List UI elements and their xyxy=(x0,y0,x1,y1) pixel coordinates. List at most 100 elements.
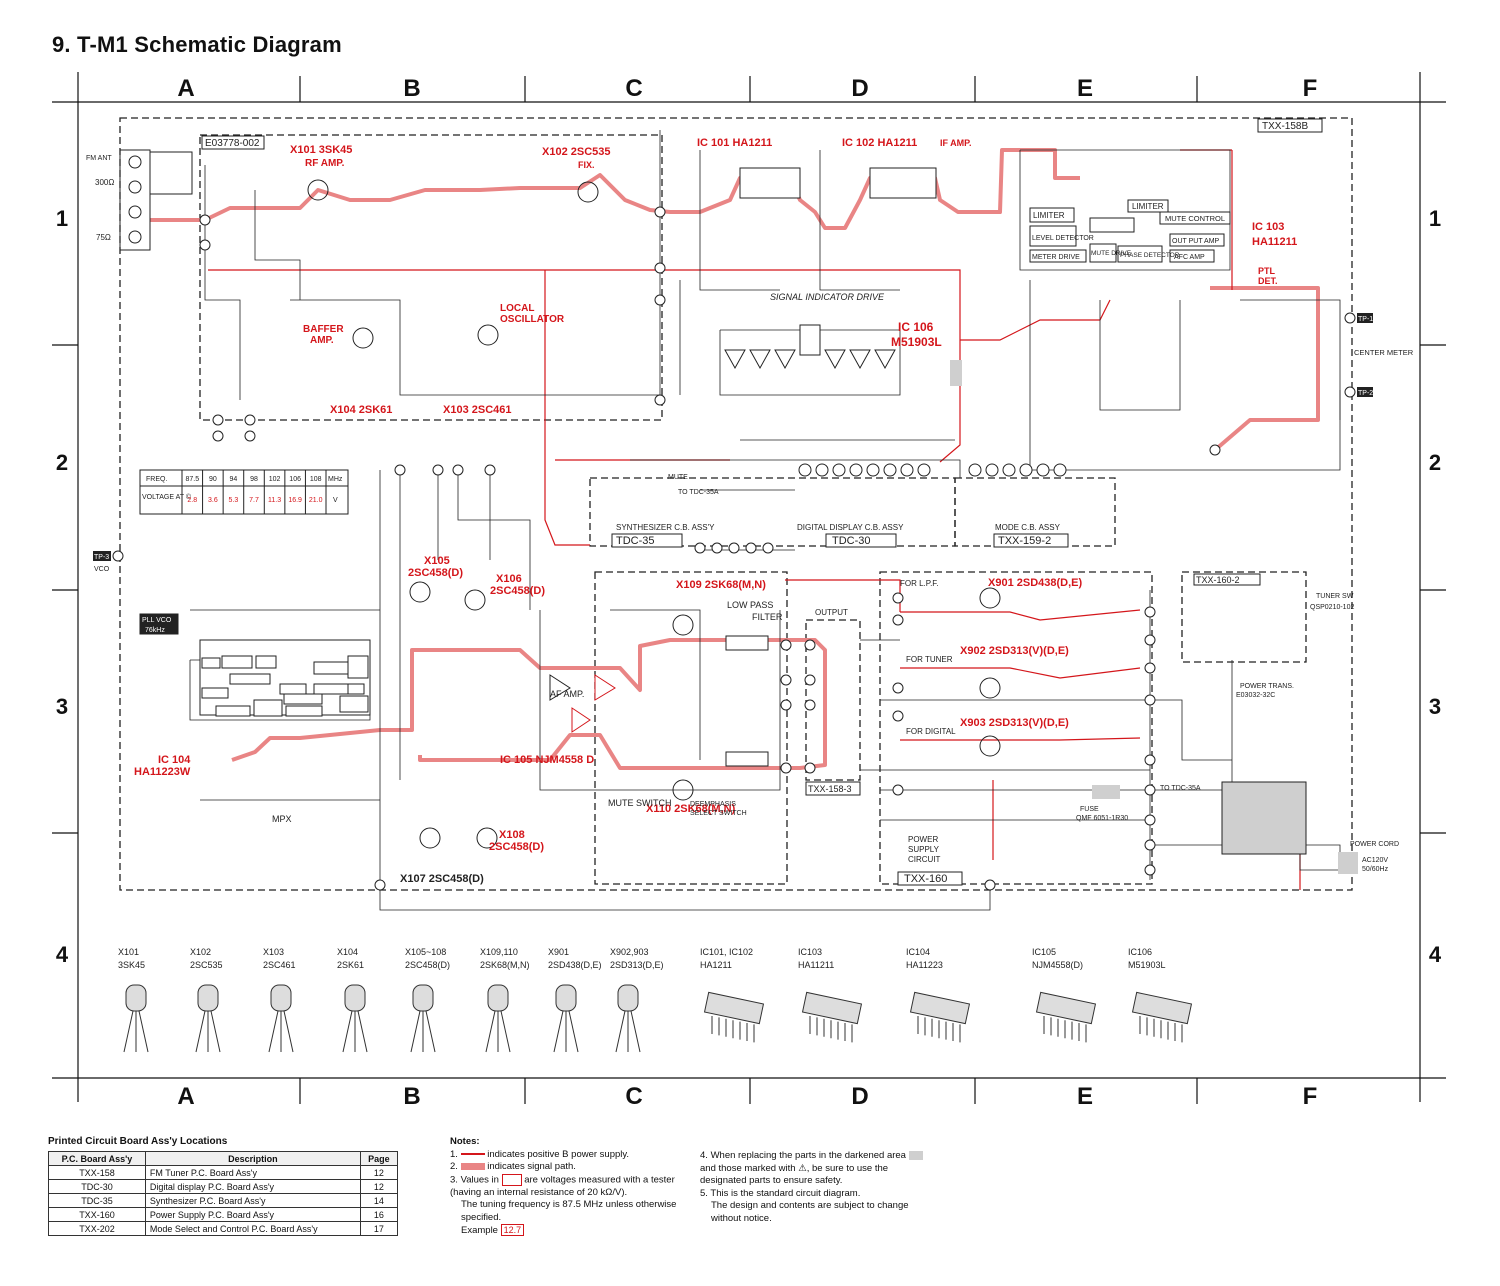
tuner-sw-label: TUNER SW xyxy=(1316,593,1354,600)
ptl-label: PTL xyxy=(1258,266,1276,276)
grid-column-labels-top: A B C D E F xyxy=(177,75,1317,102)
part-type: 3SK45 xyxy=(118,960,145,970)
ac120-label: AC120V xyxy=(1362,857,1388,864)
part-type: 2SD438(D,E) xyxy=(548,960,602,970)
ic-body xyxy=(1131,991,1193,1025)
synth-label: SYNTHESIZER C.B. ASS'Y xyxy=(616,523,715,532)
ic104-label: IC 104 xyxy=(158,754,191,766)
x901-label: X901 2SD438(D,E) xyxy=(988,577,1082,589)
table-cell: Power Supply P.C. Board Ass'y xyxy=(144,1207,361,1222)
meter-drive-label: METER DRIVE xyxy=(1032,254,1080,261)
transistor-lead xyxy=(553,1010,564,1053)
freq-unit: MHz xyxy=(328,476,343,483)
safety-shaded-areas xyxy=(950,360,1358,874)
transistor-lead xyxy=(138,1010,149,1053)
transistor-body xyxy=(617,984,639,1012)
part-ref: X102 xyxy=(190,947,211,957)
table-cell: Digital display P.C. Board Ass'y xyxy=(144,1179,361,1194)
col-f-top: F xyxy=(1303,75,1318,102)
row-3-left: 3 xyxy=(56,694,68,719)
row-2-left: 2 xyxy=(56,450,68,475)
col-f-bottom: F xyxy=(1303,1083,1318,1110)
signal-indicator-label: SIGNAL INDICATOR DRIVE xyxy=(770,292,885,302)
transistor-lead xyxy=(630,1010,641,1053)
part-type: HA11211 xyxy=(798,960,834,970)
ic-body xyxy=(703,991,765,1025)
pll-vco-label: PLL VCO xyxy=(142,617,172,624)
x105-type: 2SC458(D) xyxy=(408,567,463,579)
note-2: 2. indicates signal path. xyxy=(450,1161,576,1172)
col-e-top: E xyxy=(1077,75,1093,102)
col-b-bottom: B xyxy=(403,1083,420,1110)
pcb-col-board: P.C. Board Ass'y xyxy=(48,1151,146,1166)
x108-label: X108 xyxy=(499,829,525,841)
transistor-lead xyxy=(283,1010,294,1053)
ic101-label: IC 101 HA1211 xyxy=(697,137,772,149)
part-type: 2SC458(D) xyxy=(405,960,450,970)
pll-freq-label: 76kHz xyxy=(145,627,165,634)
row-4-left: 4 xyxy=(56,942,69,967)
af-amp-label: AF AMP. xyxy=(550,689,584,699)
row-1-left: 1 xyxy=(56,206,68,231)
table-cell: 12 xyxy=(359,1179,399,1194)
x903-label: X903 2SD313(V)(D,E) xyxy=(960,717,1069,729)
parts-illustration-row: X1013SK45X1022SC535X1032SC461X1042SK61X1… xyxy=(118,947,1193,1053)
block-texts: LIMITER LIMITER MUTE CONTROL LEVEL DETEC… xyxy=(142,202,1225,634)
signal-path xyxy=(150,148,1320,770)
freq-cell: 87.5 xyxy=(185,476,199,483)
freq-label: FREQ. xyxy=(146,476,167,483)
note-3c: The tuning frequency is 87.5 MHz unless … xyxy=(461,1199,677,1223)
misc-labels: FM ANT 300Ω 75Ω SIGNAL INDICATOR DRIVE C… xyxy=(86,155,1414,873)
for-lpf-label: FOR L.P.F. xyxy=(900,579,939,588)
note-1-text: indicates positive B power supply. xyxy=(487,1148,630,1160)
ohm75-label: 75Ω xyxy=(96,233,111,242)
ic102-label: IC 102 HA1211 xyxy=(842,137,917,149)
limiter2-label: LIMITER xyxy=(1132,202,1164,211)
col-d-bottom: D xyxy=(851,1083,868,1110)
voltage-label: VOLTAGE AT © xyxy=(142,493,192,501)
part-ref: IC103 xyxy=(798,947,822,957)
table-cell: 14 xyxy=(359,1193,399,1208)
baffer-label: BAFFER xyxy=(303,324,344,335)
transistor-body xyxy=(555,984,577,1012)
wiring xyxy=(189,130,1341,911)
phase-detector-label: PHASE DETECTOR xyxy=(1120,252,1180,259)
x106-type: 2SC458(D) xyxy=(490,585,545,597)
rf-amp-label: RF AMP. xyxy=(305,158,345,169)
x105-label: X105 xyxy=(424,555,450,567)
display-tag: TDC-30 xyxy=(832,535,871,547)
component-labels: X101 3SK45 RF AMP. X102 2SC535 FIX. IC 1… xyxy=(134,137,1297,885)
transistor-lead xyxy=(410,1010,421,1053)
row-3-right: 3 xyxy=(1429,694,1441,719)
table-cell: Synthesizer P.C. Board Ass'y xyxy=(144,1193,361,1208)
mode-tag: TXX-159-2 xyxy=(998,535,1051,547)
fuse-part: QMF 6051-1R30 xyxy=(1076,815,1128,822)
det-label: DET. xyxy=(1258,276,1278,286)
limiter-label: LIMITER xyxy=(1033,211,1065,220)
note-4: 4. When replacing the parts in the darke… xyxy=(700,1150,935,1188)
notes-left: Notes: 1. indicates positive B power sup… xyxy=(450,1136,680,1238)
display-label: DIGITAL DISPLAY C.B. ASSY xyxy=(797,523,904,532)
transistor-lead xyxy=(195,1010,206,1053)
ic-body xyxy=(909,991,971,1025)
tuner-sw-board-tag: TXX-160-2 xyxy=(1196,575,1240,585)
row-2-right: 2 xyxy=(1429,450,1441,475)
output-board-tag: TXX-158-3 xyxy=(808,784,852,794)
col-c-bottom: C xyxy=(625,1083,642,1110)
freq-cell: 94 xyxy=(230,476,238,483)
note-1: 1. indicates positive B power supply. xyxy=(450,1148,630,1160)
power-tag: TXX-160 xyxy=(904,873,947,885)
hz-label: 50/60Hz xyxy=(1362,866,1389,873)
x902-label: X902 2SD313(V)(D,E) xyxy=(960,645,1069,657)
freq-cell: 102 xyxy=(269,476,281,483)
part-type: 2SC535 xyxy=(190,960,223,970)
freq-cell: 90 xyxy=(209,476,217,483)
notes-heading: Notes: xyxy=(450,1136,480,1147)
power-cord-label: POWER CORD xyxy=(1350,841,1399,848)
part-type: NJM4558(D) xyxy=(1032,960,1083,970)
note-2-text: indicates signal path. xyxy=(487,1161,576,1172)
volt-unit: V xyxy=(333,497,338,504)
row-4-right: 4 xyxy=(1429,942,1442,967)
col-e-bottom: E xyxy=(1077,1083,1093,1110)
